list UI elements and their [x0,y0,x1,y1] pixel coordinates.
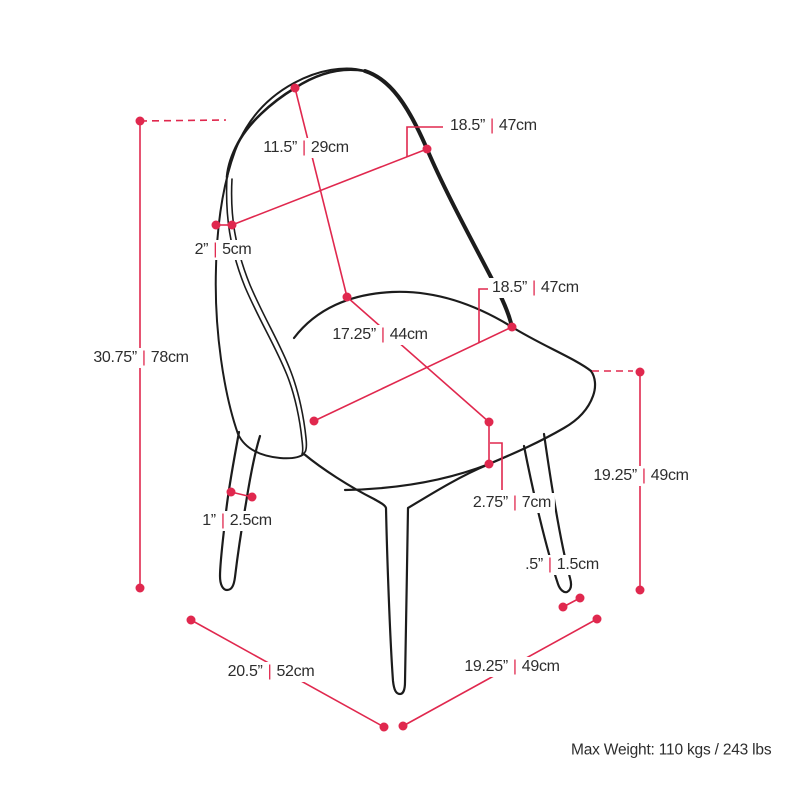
label-back-width: 18.5”|47cm [446,116,541,136]
divider-bar: | [267,663,272,680]
seat-depth-inches: 17.25” [332,326,376,343]
overall-height-cm: 78cm [150,349,189,366]
glide-height-inches: .5” [525,556,543,573]
glide-height-dot-right [575,593,585,603]
label-seat-height: 19.25”|49cm [589,466,693,486]
back-height-cm: 29cm [310,139,349,156]
seat-height-dot-bottom [635,585,645,595]
back-height-inches: 11.5” [263,139,297,156]
divider-bar: | [547,556,552,573]
label-base-width: 19.25”|49cm [460,657,564,677]
front-left-leg [218,430,262,592]
back-width-bracket [406,126,443,157]
seat-bottom-and-front-right-leg [302,452,489,696]
divider-bar: | [302,139,306,156]
divider-bar: | [641,467,646,484]
glide-height-cm: 1.5cm [556,556,599,573]
back-height-line [294,87,348,298]
overall-height-inches: 30.75” [93,349,137,366]
divider-bar: | [512,658,517,675]
seat-thickness-bracket [490,442,503,490]
seat-width-cm: 47cm [540,279,579,296]
divider-bar: | [380,326,385,343]
backrest-front-right-edge [363,69,513,325]
base-width-dot-right [592,614,602,624]
seat-width-inches: 18.5” [492,279,527,296]
back-thickness-dot-right [227,220,237,230]
seat-height-inches: 19.25” [593,467,637,484]
seat-thickness-cm: 7cm [521,494,552,511]
divider-bar: | [531,279,536,296]
label-leg-thickness: 1”|2.5cm [198,511,276,531]
label-glide-height: .5”|1.5cm [521,555,603,575]
leg-thickness-cm: 2.5cm [229,512,272,529]
seat-back-edge [292,290,593,373]
label-seat-depth: 17.25”|44cm [328,325,432,345]
seat-thickness-dot-top [484,417,494,427]
back-thickness-inches: 2” [194,241,209,258]
divider-bar: | [141,349,146,366]
seat-depth-line [346,296,490,423]
base-width-inches: 19.25” [464,658,508,675]
leg-thickness-inches: 1” [202,512,216,529]
base-width-dot-left [398,721,408,731]
leg-thickness-dot-left [226,487,236,497]
label-overall-height: 30.75”|78cm [89,348,193,368]
divider-bar: | [220,512,225,529]
seat-width-bracket [478,288,488,343]
base-width-cm: 49cm [521,658,560,675]
dimension-lines [135,83,645,732]
divider-bar: | [489,117,494,134]
back-width-cm: 47cm [498,117,537,134]
label-back-thickness: 2”|5cm [190,240,256,260]
back-thickness-cm: 5cm [222,241,252,258]
base-depth-dot-left [186,615,196,625]
rear-right-leg [522,432,573,594]
backrest-outer-edge [214,67,366,460]
label-seat-width: 18.5”|47cm [488,278,583,298]
seat-thickness-dot-bottom [484,459,494,469]
divider-bar: | [512,494,517,511]
back-width-inches: 18.5” [450,117,485,134]
base-depth-cm: 52cm [276,663,315,680]
leg-thickness-dot-right [247,492,257,502]
seat-depth-dot-back [342,292,352,302]
backrest-front-top-edge [225,68,367,179]
glide-height-dot-left [558,602,568,612]
overall-height-dot-bottom [135,583,145,593]
seat-width-dot-right [507,322,517,332]
max-weight-note: Max Weight: 110 kgs / 243 lbs [571,741,772,759]
label-base-depth: 20.5”|52cm [223,662,319,682]
seat-height-dot-top [635,367,645,377]
overall-height-dashed-line [139,119,227,122]
overall-height-dot-top [135,116,145,126]
base-depth-dot-right [379,722,389,732]
base-depth-inches: 20.5” [227,663,263,680]
divider-bar: | [213,241,218,258]
seat-thickness-inches: 2.75” [472,494,508,511]
back-thickness-dot-left [211,220,221,230]
label-seat-thickness: 2.75”|7cm [468,493,556,513]
label-back-height: 11.5” |29cm [259,138,353,158]
seat-front-edge [343,369,597,492]
back-width-line [231,148,428,226]
back-height-dot-top [290,83,300,93]
seat-width-dot-left [309,416,319,426]
back-width-dot-right [422,144,432,154]
seat-depth-cm: 44cm [389,326,428,343]
chair-drawing [214,67,597,696]
seat-height-cm: 49cm [650,467,689,484]
